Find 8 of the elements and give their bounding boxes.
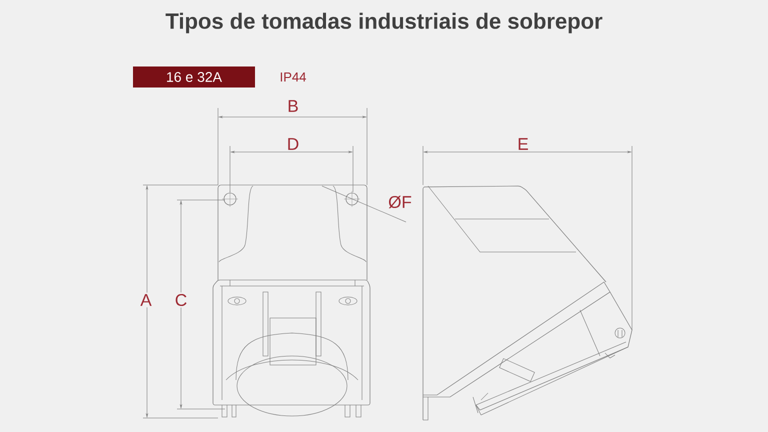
title: Tipos de tomadas industriais de sobrepor [166,12,602,34]
dimension-label: ØF [386,194,414,210]
dimension-label: D [285,136,301,152]
dimension-label: B [286,98,300,114]
dimension-label: E [516,136,530,152]
rating-badge: 16 e 32A [133,66,255,88]
dimension-label: A [138,292,154,308]
rating-text: IP44 [280,72,306,82]
